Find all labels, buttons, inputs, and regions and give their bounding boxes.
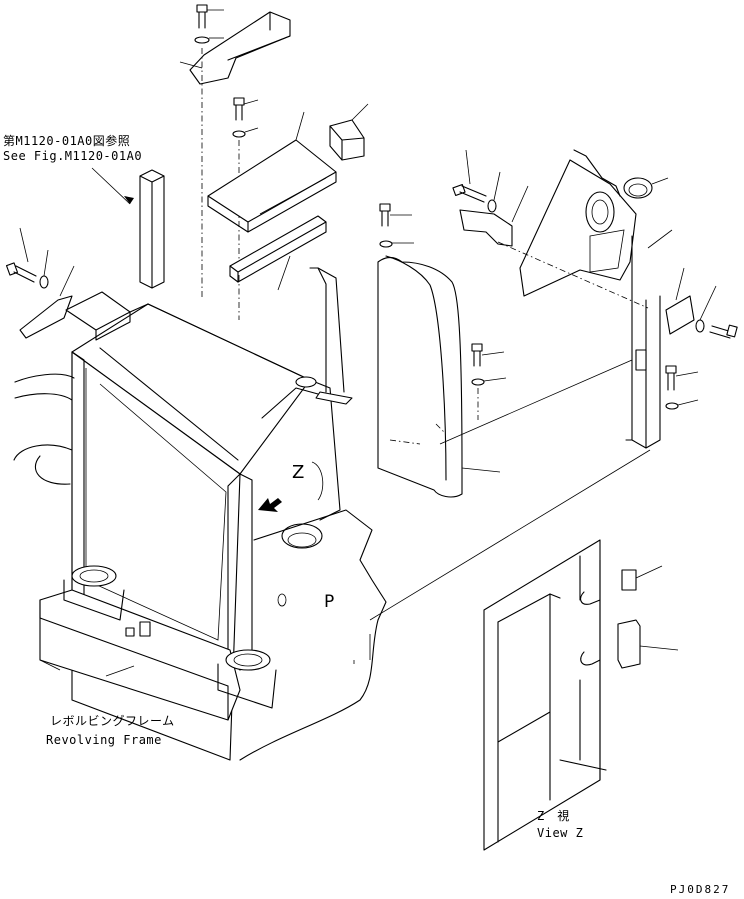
revolving-frame-label-en: Revolving Frame xyxy=(46,733,162,747)
p-marker: P xyxy=(324,592,335,612)
top-bracket-assembly xyxy=(179,4,291,300)
side-panel xyxy=(377,203,501,498)
view-z-detail xyxy=(483,539,679,851)
leader-lines xyxy=(105,359,651,677)
view-z-label-jp: Z 視 xyxy=(537,809,570,823)
left-bracket-assembly xyxy=(5,227,75,339)
z-view-marker: Z xyxy=(292,462,305,483)
upper-plate-assembly xyxy=(207,97,369,320)
panel-bolt xyxy=(471,343,507,420)
view-arrow-z xyxy=(258,461,324,512)
z-leader xyxy=(39,659,61,671)
reference-label-en: See Fig.M1120-01A0 xyxy=(3,149,143,163)
right-bracket-assembly xyxy=(452,149,738,449)
reference-label-jp: 第M1120-01A0図参照 xyxy=(3,134,131,148)
view-z-label-en: View Z xyxy=(537,826,584,840)
support-post xyxy=(91,167,165,289)
main-cover xyxy=(13,267,387,761)
revolving-frame-label-jp: レボルビングフレーム xyxy=(50,714,175,728)
drawing-id: PJ0D827 xyxy=(670,883,731,896)
